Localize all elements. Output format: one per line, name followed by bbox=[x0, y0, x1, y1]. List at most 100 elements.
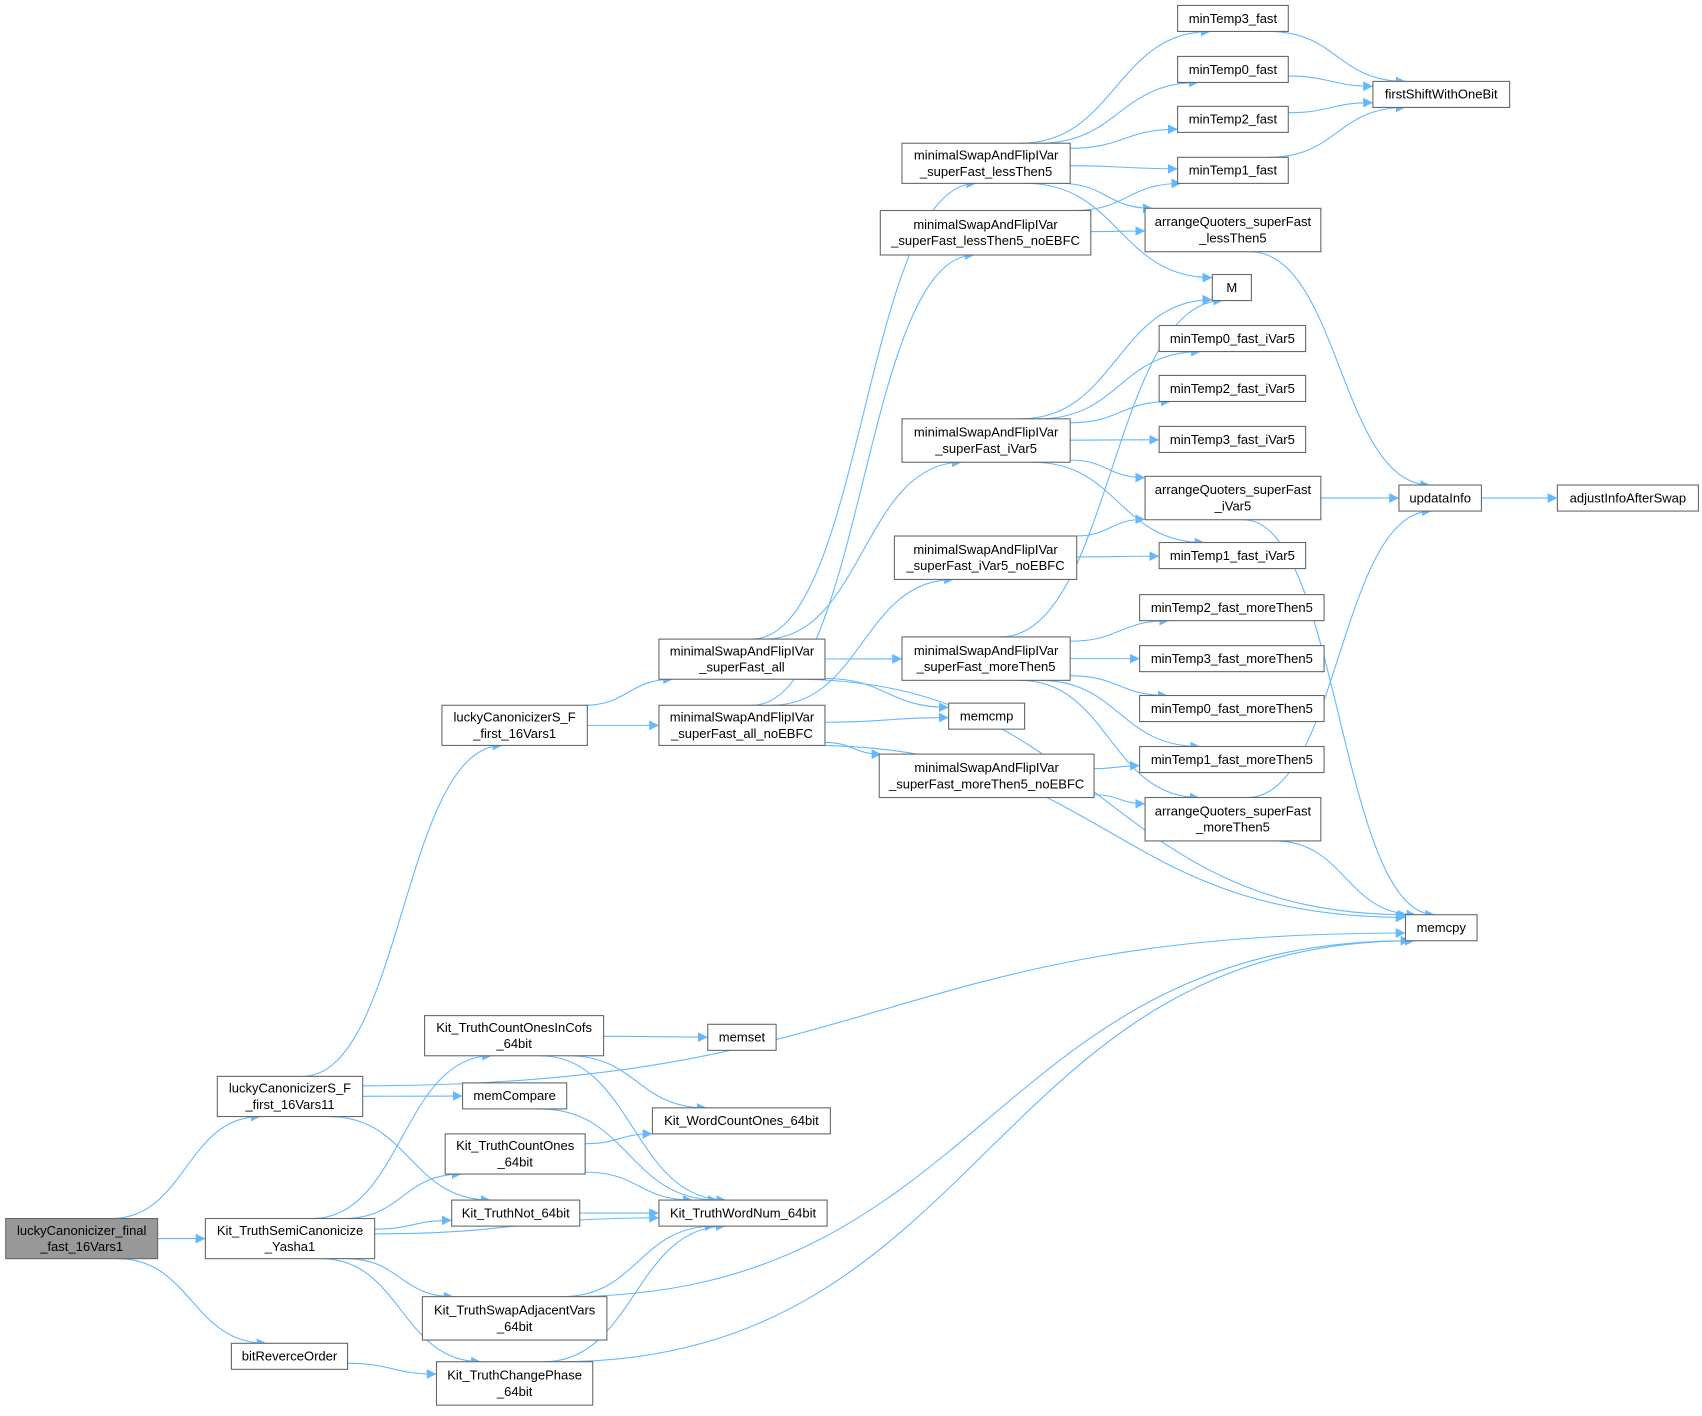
graph-node-kit-truthnot-64bit[interactable]: Kit_TruthNot_64bit bbox=[451, 1199, 581, 1227]
call-edge bbox=[1076, 551, 1160, 562]
call-edge bbox=[1070, 163, 1178, 174]
node-label: minimalSwapAndFlipIVar bbox=[914, 643, 1059, 658]
graph-node-minimalswapandflipivar-superfast-morethen5-noebfc[interactable]: minimalSwapAndFlipIVar_superFast_moreThe… bbox=[878, 753, 1095, 799]
node-label: Kit_TruthChangePhase bbox=[447, 1368, 582, 1383]
call-edge bbox=[1070, 124, 1178, 149]
graph-node-minimalswapandflipivar-superfast-lessthen5-noebfc[interactable]: minimalSwapAndFlipIVar_superFast_lessThe… bbox=[879, 209, 1092, 256]
graph-node-memcompare[interactable]: memCompare bbox=[462, 1082, 568, 1110]
graph-node-updatainfo[interactable]: updataInfo bbox=[1398, 484, 1482, 512]
call-edge bbox=[558, 935, 1415, 1363]
graph-node-memcpy[interactable]: memcpy bbox=[1404, 914, 1478, 942]
graph-node-memcmp[interactable]: memcmp bbox=[948, 702, 1026, 730]
node-label: _superFast_moreThen5_noEBFC bbox=[888, 776, 1084, 791]
graph-node-mintemp1-fast-ivar5[interactable]: minTemp1_fast_iVar5 bbox=[1158, 541, 1307, 570]
node-label: _superFast_iVar5 bbox=[934, 441, 1037, 456]
call-edge bbox=[1020, 294, 1213, 420]
node-box bbox=[878, 753, 1095, 799]
graph-node-adjustinfoafterswap[interactable]: adjustInfoAfterSwap bbox=[1556, 484, 1699, 512]
node-label: firstShiftWithOneBit bbox=[1385, 87, 1498, 102]
graph-node-mintemp2-fast[interactable]: minTemp2_fast bbox=[1177, 105, 1289, 133]
call-edge bbox=[1094, 794, 1146, 809]
node-label: _superFast_lessThen5 bbox=[919, 164, 1052, 179]
node-box bbox=[1139, 694, 1325, 723]
node-label: _superFast_lessThen5_noEBFC bbox=[890, 233, 1080, 248]
graph-node-kit-truthswapadjacentvars-64bit[interactable]: Kit_TruthSwapAdjacentVars_64bit bbox=[421, 1296, 608, 1341]
node-label: minTemp1_fast bbox=[1189, 163, 1278, 178]
node-label: Kit_TruthWordNum_64bit bbox=[670, 1205, 817, 1220]
node-label: _superFast_all_noEBFC bbox=[670, 726, 813, 741]
call-edge bbox=[111, 1111, 261, 1220]
call-edge bbox=[1038, 77, 1199, 144]
graph-node-arrangequoters-superfast-lessthen5[interactable]: arrangeQuoters_superFast_lessThen5 bbox=[1144, 207, 1322, 253]
node-box bbox=[1177, 156, 1289, 184]
graph-node-luckycanonicizer-final-fast-16vars1[interactable]: luckyCanonicizer_final_fast_16Vars1 bbox=[5, 1217, 159, 1260]
call-edge bbox=[771, 574, 955, 706]
graph-node-minimalswapandflipivar-superfast-all[interactable]: minimalSwapAndFlipIVar_superFast_all bbox=[658, 638, 826, 680]
call-edge bbox=[1249, 251, 1431, 490]
graph-node-bitreverceorder[interactable]: bitReverceOrder bbox=[230, 1342, 349, 1370]
node-box bbox=[462, 1082, 568, 1110]
node-box bbox=[651, 1107, 831, 1135]
call-edge bbox=[1246, 506, 1432, 799]
call-edge bbox=[1288, 97, 1373, 114]
graph-node-firstshiftwithonebit[interactable]: firstShiftWithOneBit bbox=[1372, 80, 1511, 108]
graph-node-kit-truthcountones-64bit[interactable]: Kit_TruthCountOnes_64bit bbox=[444, 1133, 586, 1175]
call-edge bbox=[824, 677, 949, 713]
graph-node-kit-truthsemicanonicize-yasha1[interactable]: Kit_TruthSemiCanonicize_Yasha1 bbox=[204, 1217, 376, 1260]
graph-node-kit-truthwordnum-64bit[interactable]: Kit_TruthWordNum_64bit bbox=[658, 1199, 828, 1227]
graph-node-memset[interactable]: memset bbox=[707, 1023, 777, 1051]
call-edge bbox=[561, 1221, 715, 1298]
graph-node-mintemp1-fast[interactable]: minTemp1_fast bbox=[1177, 156, 1289, 184]
graph-node-minimalswapandflipivar-superfast-ivar5[interactable]: minimalSwapAndFlipIVar_superFast_iVar5 bbox=[901, 418, 1071, 463]
node-box bbox=[5, 1217, 159, 1260]
node-box bbox=[658, 638, 826, 680]
graph-node-luckycanonicizers-f-first-16vars11[interactable]: luckyCanonicizerS_F_first_16Vars11 bbox=[216, 1075, 364, 1118]
node-box bbox=[1158, 425, 1307, 454]
graph-node-mintemp2-fast-ivar5[interactable]: minTemp2_fast_iVar5 bbox=[1158, 374, 1307, 403]
call-edge bbox=[824, 712, 949, 723]
node-label: minimalSwapAndFlipIVar bbox=[670, 710, 815, 725]
graph-node-kit-truthchangephase-64bit[interactable]: Kit_TruthChangePhase_64bit bbox=[435, 1361, 594, 1406]
graph-node-minimalswapandflipivar-superfast-all-noebfc[interactable]: minimalSwapAndFlipIVar_superFast_all_noE… bbox=[658, 704, 826, 746]
call-edge bbox=[583, 674, 674, 706]
graph-node-m[interactable]: M bbox=[1211, 273, 1252, 302]
graph-node-mintemp3-fast[interactable]: minTemp3_fast bbox=[1177, 4, 1289, 33]
call-edge bbox=[1070, 615, 1170, 642]
node-label: memset bbox=[719, 1030, 766, 1045]
node-label: minimalSwapAndFlipIVar bbox=[913, 217, 1058, 232]
node-label: _fast_16Vars1 bbox=[39, 1239, 123, 1254]
graph-node-minimalswapandflipivar-superfast-lessthen5[interactable]: minimalSwapAndFlipIVar_superFast_lessThe… bbox=[901, 142, 1071, 184]
call-edge bbox=[1019, 679, 1200, 803]
call-edge bbox=[824, 741, 882, 759]
graph-node-arrangequoters-superfast-ivar5[interactable]: arrangeQuoters_superFast_iVar5 bbox=[1144, 475, 1322, 521]
call-edge bbox=[1268, 102, 1406, 158]
call-edge bbox=[1060, 182, 1153, 214]
graph-node-arrangequoters-superfast-morethen5[interactable]: arrangeQuoters_superFast_moreThen5 bbox=[1144, 796, 1322, 842]
graph-node-minimalswapandflipivar-superfast-ivar5-noebfc[interactable]: minimalSwapAndFlipIVar_superFast_iVar5_n… bbox=[893, 535, 1078, 580]
node-label: Kit_TruthCountOnes bbox=[456, 1138, 575, 1153]
graph-node-luckycanonicizers-f-first-16vars1[interactable]: luckyCanonicizerS_F_first_16Vars1 bbox=[441, 704, 588, 746]
node-box bbox=[204, 1217, 376, 1260]
call-edge bbox=[1070, 459, 1146, 483]
graph-node-mintemp0-fast-ivar5[interactable]: minTemp0_fast_iVar5 bbox=[1158, 324, 1307, 353]
node-label: minTemp0_fast bbox=[1189, 62, 1278, 77]
call-edge bbox=[751, 250, 975, 706]
node-box bbox=[901, 142, 1071, 184]
graph-node-mintemp0-fast-morethen5[interactable]: minTemp0_fast_moreThen5 bbox=[1139, 694, 1325, 723]
node-label: minTemp3_fast bbox=[1189, 11, 1278, 26]
node-label: arrangeQuoters_superFast bbox=[1155, 214, 1312, 229]
graph-node-kit-truthcountonesincofs-64bit[interactable]: Kit_TruthCountOnesInCofs_64bit bbox=[424, 1015, 605, 1057]
graph-node-mintemp2-fast-morethen5[interactable]: minTemp2_fast_moreThen5 bbox=[1139, 594, 1325, 622]
node-label: luckyCanonicizerS_F bbox=[453, 710, 575, 725]
graph-node-mintemp3-fast-morethen5[interactable]: minTemp3_fast_moreThen5 bbox=[1139, 645, 1325, 673]
node-label: _superFast_iVar5_noEBFC bbox=[905, 558, 1064, 573]
node-label: M bbox=[1226, 280, 1237, 295]
graph-node-mintemp1-fast-morethen5[interactable]: minTemp1_fast_moreThen5 bbox=[1139, 745, 1325, 774]
graph-node-kit-wordcountones-64bit[interactable]: Kit_WordCountOnes_64bit bbox=[651, 1107, 831, 1135]
graph-node-mintemp3-fast-ivar5[interactable]: minTemp3_fast_iVar5 bbox=[1158, 425, 1307, 454]
graph-node-mintemp0-fast[interactable]: minTemp0_fast bbox=[1177, 55, 1289, 84]
call-edge bbox=[312, 1050, 492, 1220]
graph-node-minimalswapandflipivar-superfast-morethen5[interactable]: minimalSwapAndFlipIVar_superFast_moreThe… bbox=[901, 636, 1071, 681]
node-label: minTemp1_fast_moreThen5 bbox=[1151, 752, 1313, 767]
node-label: luckyCanonicizer_final bbox=[17, 1223, 147, 1238]
